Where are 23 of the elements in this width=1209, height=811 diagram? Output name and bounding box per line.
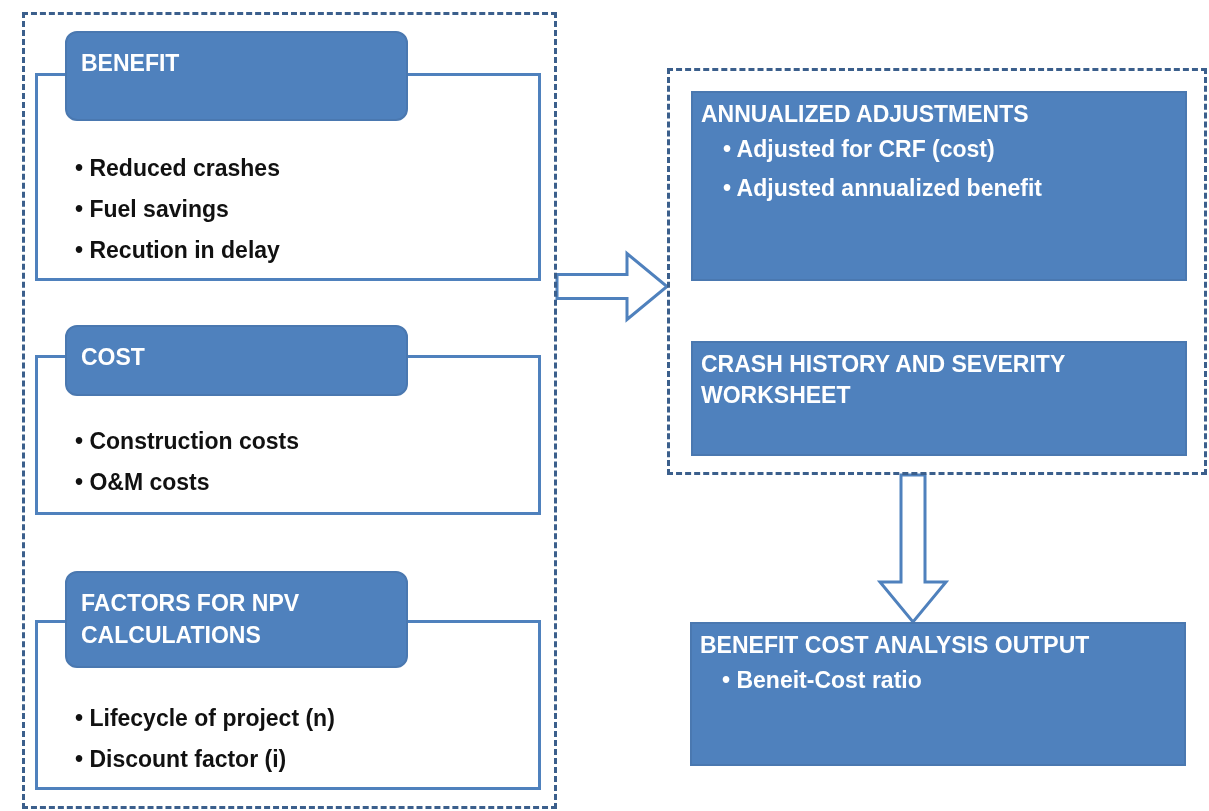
bullet-item: • Lifecycle of project (n) — [75, 704, 335, 733]
block-arrow — [555, 250, 669, 323]
bullet-item: • Adjusted annualized benefit — [722, 174, 1042, 203]
bullet-item: • Discount factor (i) — [75, 745, 287, 774]
section-heading: BENEFIT — [65, 31, 408, 121]
dashed-group — [22, 12, 557, 809]
section-heading: COST — [65, 325, 408, 396]
bullet-item: • Reduced crashes — [75, 154, 280, 183]
bullet-item: • Beneit-Cost ratio — [721, 666, 922, 695]
bullet-item: • O&M costs — [75, 468, 210, 497]
section-heading: FACTORS FOR NPV CALCULATIONS — [65, 571, 408, 668]
info-box — [690, 622, 1186, 766]
bullet-item: • Fuel savings — [75, 195, 229, 224]
block-arrow — [876, 473, 950, 624]
box-heading: BENEFIT COST ANALYSIS OUTPUT — [700, 631, 1090, 660]
info-box — [691, 91, 1187, 281]
box-heading: CRASH HISTORY AND SEVERITY WORKSHEET — [701, 350, 1066, 410]
bullet-item: • Adjusted for CRF (cost) — [722, 135, 995, 164]
bullet-item: • Recution in delay — [75, 236, 280, 265]
box-heading: ANNUALIZED ADJUSTMENTS — [701, 100, 1029, 129]
info-box — [691, 341, 1187, 456]
bullet-item: • Construction costs — [75, 427, 299, 456]
dashed-group — [667, 68, 1207, 475]
